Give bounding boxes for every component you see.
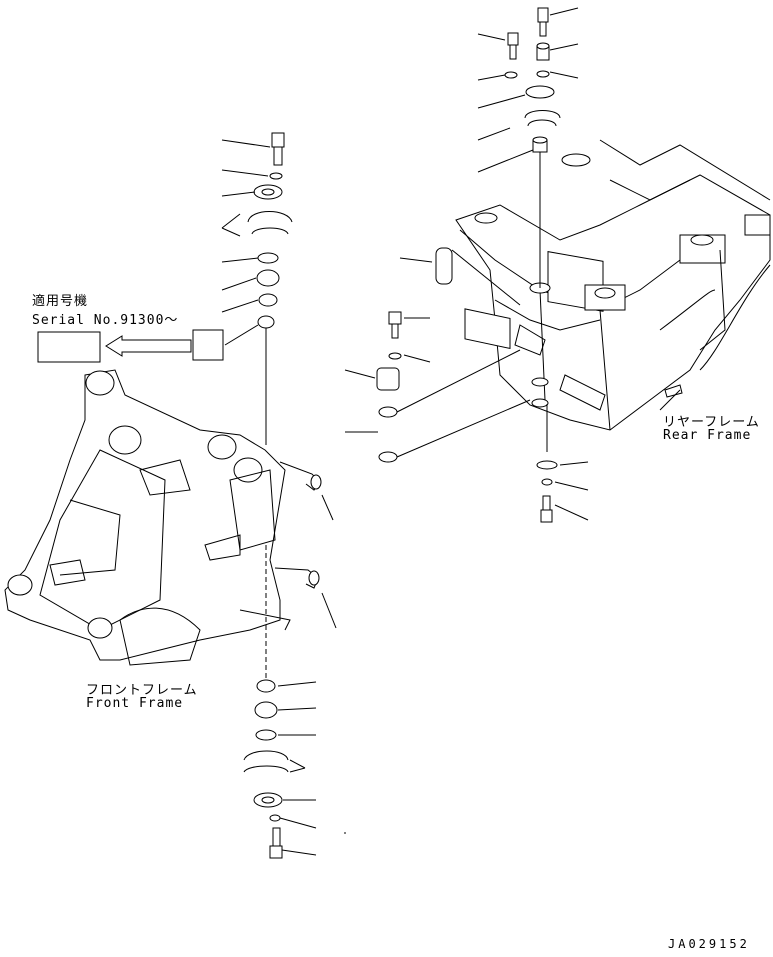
- rear-lower-bolt-parts: [536, 404, 558, 523]
- rear-upper-pin-parts: [504, 7, 561, 288]
- serial-reference-boxes: [37, 329, 224, 363]
- grease-fittings: [274, 461, 322, 589]
- drawing-id: JA029152: [668, 937, 750, 951]
- rear-frame-label-en: Rear Frame: [663, 428, 752, 443]
- front-leader-lines: [221, 139, 346, 856]
- front-frame-label-jp: フロントフレーム: [86, 683, 198, 698]
- front-frame-illustration: [4, 369, 291, 666]
- rear-frame-illustration: [455, 139, 771, 431]
- rear-leader-lines: [344, 7, 681, 521]
- rear-frame-label-jp: リヤーフレーム: [663, 415, 760, 430]
- front-upper-pin-parts: [247, 132, 293, 680]
- front-frame-label-en: Front Frame: [86, 696, 184, 711]
- rear-side-small-parts: [376, 247, 531, 463]
- applicable-serial-label-jp: 適用号機: [32, 294, 89, 309]
- front-lower-pin-parts: [243, 679, 289, 859]
- applicable-serial-label-en: Serial No.91300～: [32, 313, 179, 328]
